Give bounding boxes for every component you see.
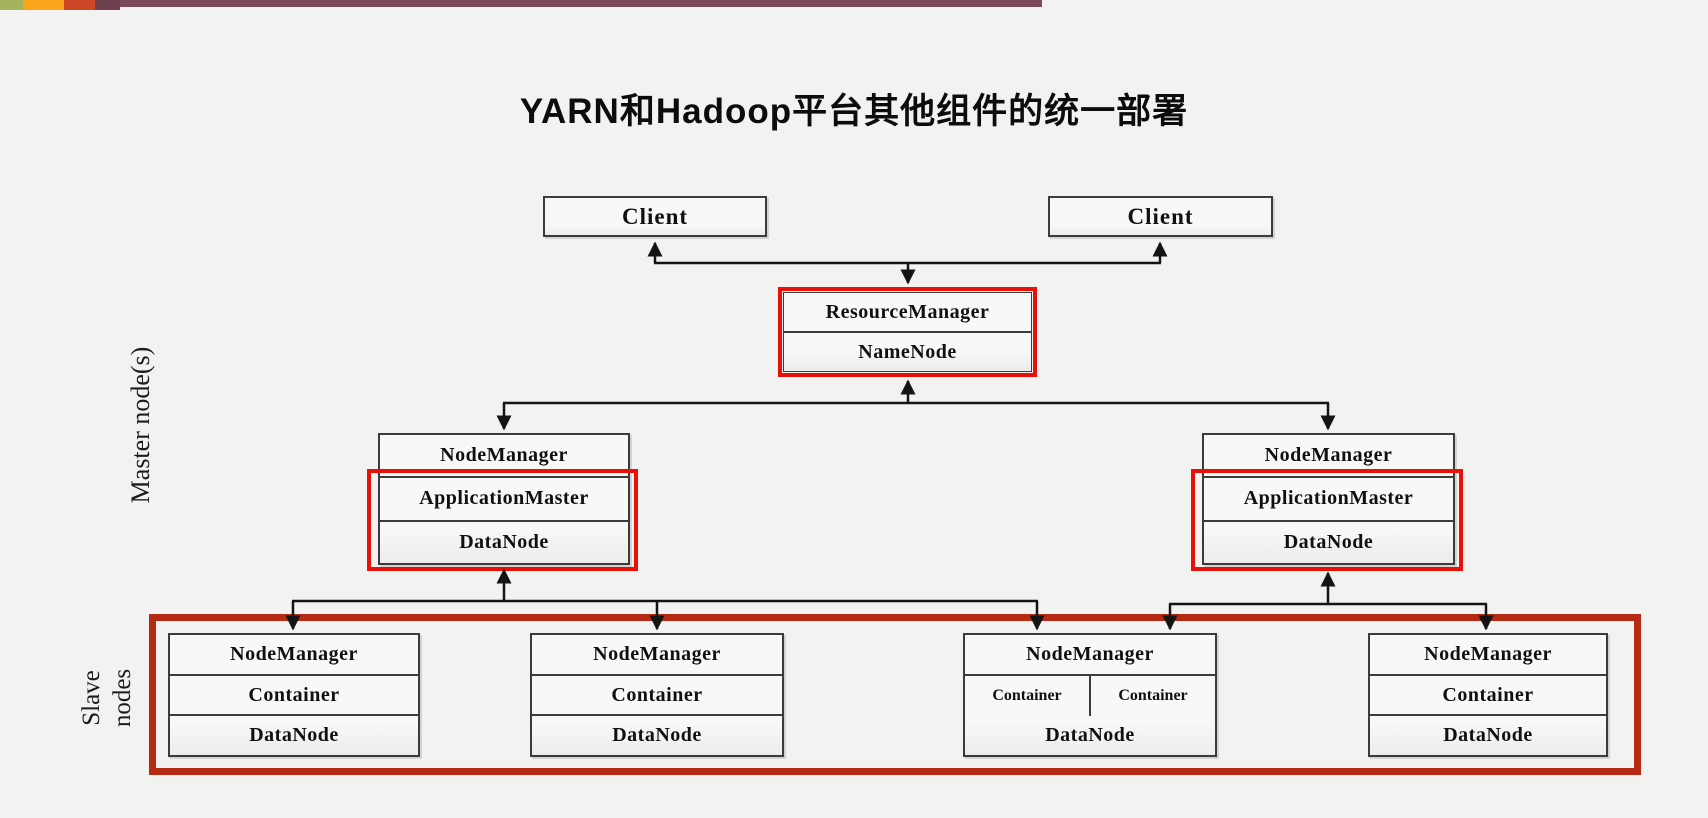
cell-container-left: Container [992, 686, 1062, 704]
master-node-box-left: NodeManager ApplicationMaster DataNode [378, 433, 630, 565]
cell-container: Container [1370, 673, 1606, 715]
top-accent-bar [0, 0, 1042, 7]
slave-node-box-2: NodeManager Container DataNode [530, 633, 784, 757]
cell-nodemanager: NodeManager [1026, 643, 1154, 666]
cell-datanode: DataNode [170, 714, 418, 755]
slave-node-box-4: NodeManager Container DataNode [1368, 633, 1608, 757]
cell-nodemanager: NodeManager [230, 642, 358, 665]
slave-nodes-red-frame [149, 614, 1641, 775]
master-node-box-right: NodeManager ApplicationMaster DataNode [1202, 433, 1455, 565]
cell-nodemanager: NodeManager [1424, 642, 1552, 665]
cell-datanode: DataNode [1045, 723, 1135, 746]
cell-container: Container [532, 673, 782, 715]
cell-datanode: DataNode [1370, 714, 1606, 755]
client-label: Client [621, 203, 689, 229]
master-nodes-label: Master node(s) [126, 346, 155, 504]
cell-resourcemanager: ResourceManager [825, 300, 990, 323]
container-row: Container Container [965, 674, 1215, 716]
green-square [0, 0, 23, 10]
resourcemanager-namenode-box: ResourceManager NameNode [778, 287, 1037, 377]
client-label: Client [1127, 203, 1194, 229]
slave-node-box-3: NodeManager Container Container DataNode [963, 633, 1217, 757]
cell-nodemanager: NodeManager [1264, 444, 1393, 467]
slave-nodes-label: Slave nodes [77, 668, 136, 728]
red-highlight-applicationmaster-right [1191, 469, 1463, 571]
cell-nodemanager: NodeManager [593, 642, 721, 665]
cell-applicationmaster: ApplicationMaster [1204, 476, 1453, 519]
client-box-right: Client [1048, 196, 1273, 237]
slide-title: YARN和Hadoop平台其他组件的统一部署 [519, 92, 1189, 131]
red-square [64, 0, 95, 10]
cell-datanode: DataNode [532, 714, 782, 755]
maroon-square [95, 0, 120, 10]
cell-applicationmaster: ApplicationMaster [380, 476, 628, 519]
resourcemanager-namenode-cells: ResourceManager NameNode [783, 292, 1032, 372]
cell-datanode: DataNode [380, 519, 628, 563]
cell-nodemanager: NodeManager [440, 444, 568, 467]
slave-node-box-1: NodeManager Container DataNode [168, 633, 420, 757]
cell-datanode: DataNode [1204, 519, 1453, 563]
red-highlight-applicationmaster-left [367, 469, 638, 571]
orange-square [23, 0, 64, 10]
cell-container-right: Container [1089, 676, 1215, 716]
cell-container: Container [170, 673, 418, 715]
client-box-left: Client [543, 196, 767, 237]
cell-namenode: NameNode [784, 331, 1031, 371]
